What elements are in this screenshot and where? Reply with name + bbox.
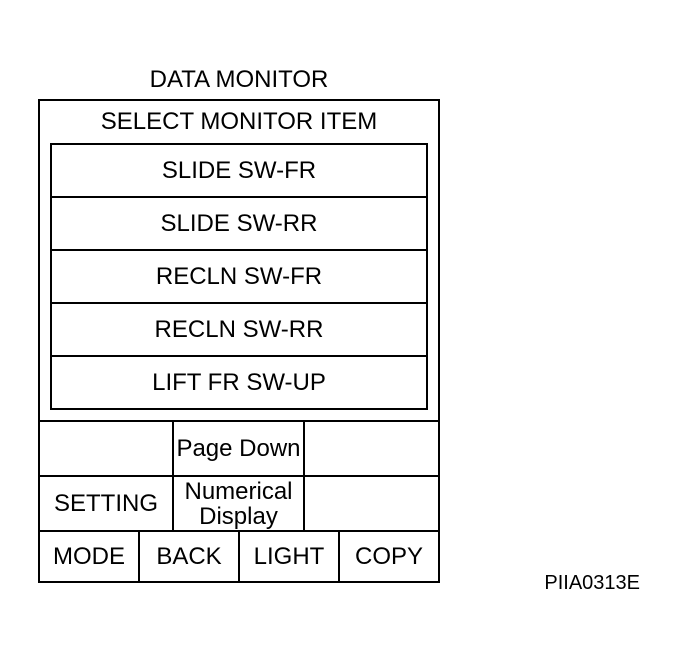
nav-row-setting: SETTING Numerical Display bbox=[40, 475, 438, 530]
monitor-item-recln-sw-rr[interactable]: RECLN SW-RR bbox=[52, 302, 426, 355]
monitor-item-list: SLIDE SW-FR SLIDE SW-RR RECLN SW-FR RECL… bbox=[50, 143, 428, 410]
figure-code: PIIA0313E bbox=[544, 572, 640, 594]
data-monitor-panel: SELECT MONITOR ITEM SLIDE SW-FR SLIDE SW… bbox=[38, 99, 440, 583]
list-grid-gap bbox=[40, 410, 438, 420]
screen-title: DATA MONITOR bbox=[149, 66, 329, 93]
monitor-item-slide-sw-rr[interactable]: SLIDE SW-RR bbox=[52, 196, 426, 249]
bottom-button-row: MODE BACK LIGHT COPY bbox=[40, 530, 438, 581]
select-monitor-item-header: SELECT MONITOR ITEM bbox=[100, 108, 378, 135]
monitor-item-slide-sw-fr[interactable]: SLIDE SW-FR bbox=[161, 156, 317, 184]
mode-button[interactable]: MODE bbox=[53, 542, 125, 570]
back-button[interactable]: BACK bbox=[138, 532, 238, 581]
numerical-display-button[interactable]: Numerical Display bbox=[172, 477, 305, 530]
nav-empty-cell-right bbox=[305, 422, 438, 475]
copy-button[interactable]: COPY bbox=[338, 532, 438, 581]
nav-empty-cell-left bbox=[40, 422, 172, 475]
monitor-item-lift-fr-sw-up[interactable]: LIFT FR SW-UP bbox=[52, 355, 426, 408]
nav-empty-cell-setting-right bbox=[305, 477, 438, 530]
light-button[interactable]: LIGHT bbox=[238, 532, 338, 581]
monitor-item-recln-sw-fr[interactable]: RECLN SW-FR bbox=[52, 249, 426, 302]
setting-button[interactable]: SETTING bbox=[53, 489, 158, 517]
nav-row-page: Page Down bbox=[40, 420, 438, 475]
page-down-button[interactable]: Page Down bbox=[172, 422, 305, 475]
